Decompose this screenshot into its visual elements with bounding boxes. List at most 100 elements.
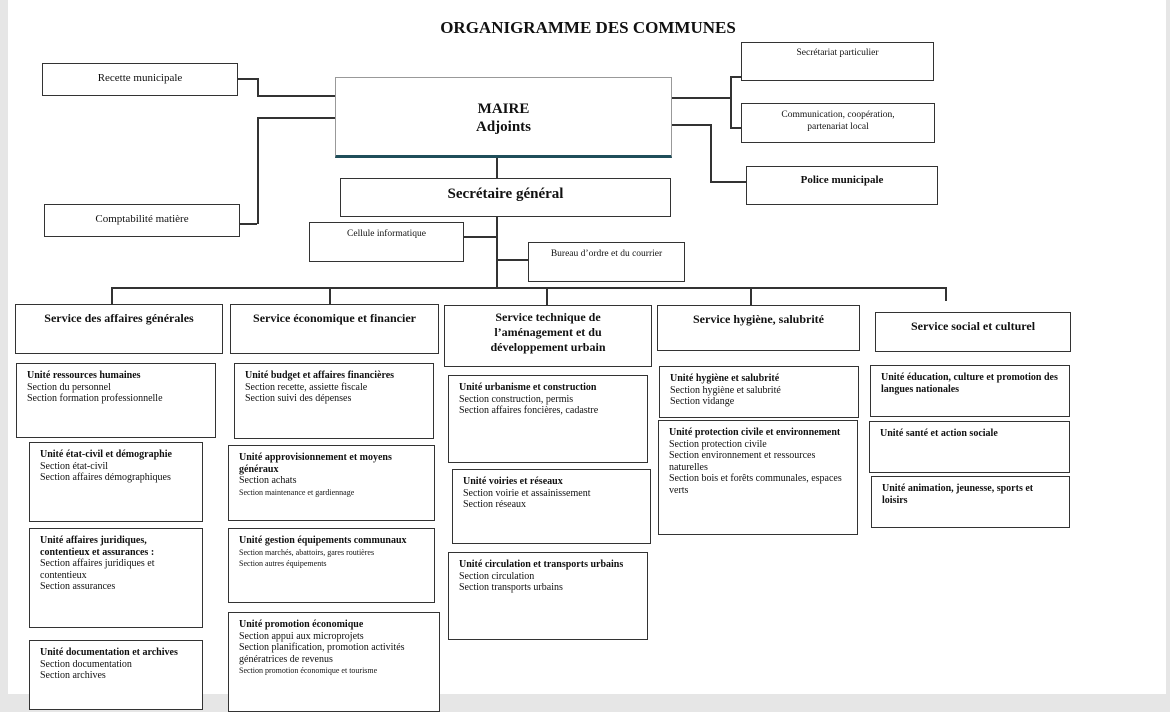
unit-title: Unité budget et affaires financières (245, 370, 395, 381)
connector (329, 287, 331, 304)
connector (257, 95, 335, 97)
unit-box: Unité éducation, culture et promotion de… (870, 365, 1070, 417)
connector (730, 76, 741, 78)
box-cellule-informatique: Cellule informatique (309, 222, 464, 262)
unit-section: Section protection civile (669, 438, 767, 450)
connector (750, 287, 752, 305)
unit-title: Unité documentation et archives (40, 647, 178, 658)
unit-section: Section recette, assiette fiscale (245, 381, 368, 393)
unit-box: Unité ressources humaines Section du per… (16, 363, 216, 438)
unit-box: Unité promotion économique Section appui… (228, 612, 440, 712)
unit-section: Section bois et forêts communales, espac… (669, 473, 842, 496)
connector (546, 287, 548, 305)
connector (672, 97, 730, 99)
unit-section: Section planification, promotion activit… (239, 642, 405, 665)
unit-section: Section construction, permis (459, 393, 574, 405)
unit-section: Section affaires foncières, cadastre (459, 405, 599, 416)
connector (240, 223, 257, 225)
connector (730, 76, 732, 128)
connector (672, 124, 710, 126)
connector (496, 259, 528, 261)
unit-title: Unité urbanisme et construction (459, 382, 597, 393)
unit-title: Unité état-civil et démographie (40, 449, 172, 460)
unit-title: Unité voiries et réseaux (463, 476, 563, 487)
service-hygiene-salubrite: Service hygiène, salubrité (657, 305, 860, 351)
unit-box: Unité affaires juridiques, contentieux e… (29, 528, 203, 628)
unit-title: Unité santé et action sociale (880, 428, 998, 439)
connector (111, 287, 946, 289)
adjoints-label: Adjoints (475, 119, 531, 135)
unit-section: Section autres équipements (239, 559, 327, 568)
unit-title: Unité animation, jeunesse, sports et loi… (882, 483, 1034, 506)
unit-section: Section transports urbains (459, 582, 563, 593)
unit-box: Unité hygiène et salubrité Section hygiè… (659, 366, 859, 418)
box-police-municipale: Police municipale (746, 166, 938, 205)
unit-title: Unité circulation et transports urbains (459, 559, 624, 570)
box-secretariat-particulier: Secrétariat particulier (741, 42, 934, 81)
unit-section: Section état-civil (40, 460, 109, 472)
box-secretaire-general: Secrétaire général (340, 178, 671, 217)
unit-section: Section hygiène et salubrité (670, 384, 781, 396)
connector (710, 124, 712, 182)
unit-section: Section suivi des dépenses (245, 393, 352, 404)
unit-title: Unité gestion équipements communaux (239, 535, 407, 546)
unit-section: Section voirie et assainissement (463, 487, 591, 499)
unit-section: Section appui aux microprojets (239, 630, 364, 642)
service-affaires-generales: Service des affaires générales (15, 304, 223, 354)
box-maire: MAIRE Adjoints (335, 77, 672, 158)
connector (464, 236, 496, 238)
connector (496, 214, 498, 288)
unit-section: Section vidange (670, 396, 735, 407)
unit-section: Section du personnel (27, 381, 111, 393)
unit-section: Section circulation (459, 570, 535, 582)
unit-box: Unité gestion équipements communaux Sect… (228, 528, 435, 603)
unit-box: Unité circulation et transports urbains … (448, 552, 648, 640)
unit-section: Section assurances (40, 581, 116, 592)
connector (710, 181, 746, 183)
unit-title: Unité ressources humaines (27, 370, 141, 381)
unit-box: Unité urbanisme et construction Section … (448, 375, 648, 463)
box-bureau-ordre-courrier: Bureau d’ordre et du courrier (528, 242, 685, 282)
page-title: ORGANIGRAMME DES COMMUNES (440, 18, 736, 37)
connector (257, 78, 259, 96)
connector (257, 117, 335, 119)
connector (111, 287, 113, 304)
box-communication: Communication, coopération, partenariat … (741, 103, 935, 143)
connector (238, 78, 257, 80)
unit-box: Unité approvisionnement et moyens généra… (228, 445, 435, 521)
unit-section: Section maintenance et gardiennage (239, 487, 355, 497)
unit-box: Unité animation, jeunesse, sports et loi… (871, 476, 1070, 528)
box-comptabilite-matiere: Comptabilité matière (44, 204, 240, 237)
unit-section: Section formation professionnelle (27, 393, 163, 404)
box-recette-municipale: Recette municipale (42, 63, 238, 96)
connector (257, 117, 259, 224)
unit-section: Section environnement et ressources natu… (669, 450, 816, 473)
unit-box: Unité budget et affaires financières Sec… (234, 363, 434, 439)
unit-section: Section marchés, abattoirs, gares routiè… (239, 547, 375, 557)
service-technique: Service technique de l’aménagement et du… (444, 305, 652, 367)
service-economique-financier: Service économique et financier (230, 304, 439, 354)
connector (496, 157, 498, 178)
unit-box: Unité protection civile et environnement… (658, 420, 858, 535)
unit-section: Section archives (40, 670, 106, 681)
unit-box: Unité santé et action sociale (869, 421, 1070, 473)
unit-title: Unité affaires juridiques, contentieux e… (40, 535, 155, 558)
unit-section: Section réseaux (463, 499, 527, 510)
unit-title: Unité protection civile et environnement (669, 427, 841, 438)
unit-title: Unité promotion économique (239, 619, 364, 630)
connector (945, 287, 947, 301)
unit-section: Section affaires juridiques et contentie… (40, 558, 155, 581)
unit-box: Unité voiries et réseaux Section voirie … (452, 469, 651, 544)
unit-box: Unité documentation et archives Section … (29, 640, 203, 710)
maire-label: MAIRE (477, 101, 530, 117)
unit-section: Section affaires démographiques (40, 472, 171, 483)
unit-section: Section promotion économique et tourisme (239, 666, 378, 675)
unit-section: Section documentation (40, 658, 132, 670)
connector (730, 127, 741, 129)
unit-section: Section achats (239, 475, 297, 486)
unit-box: Unité état-civil et démographie Section … (29, 442, 203, 522)
unit-title: Unité hygiène et salubrité (670, 373, 780, 384)
unit-title: Unité approvisionnement et moyens généra… (239, 452, 392, 475)
service-social-culturel: Service social et culturel (875, 312, 1071, 352)
unit-title: Unité éducation, culture et promotion de… (881, 372, 1058, 395)
